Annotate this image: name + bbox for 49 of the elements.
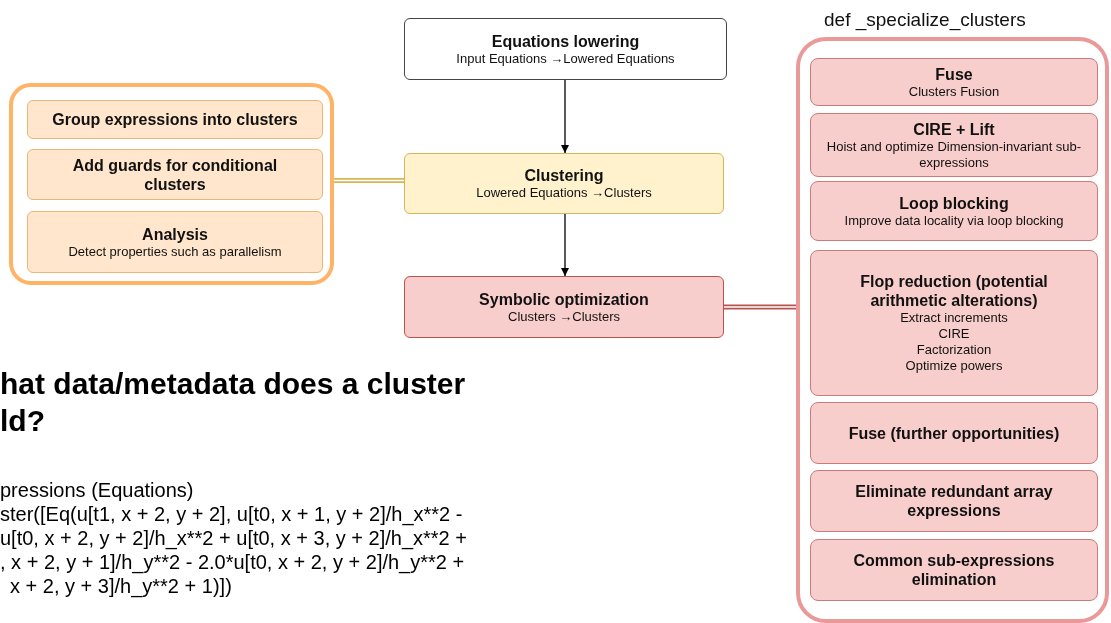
code-line: , x + 2, y + 1]/h_y**2 - 2.0*u[t0, x + 2, y + 2]/h_y**2 + (0, 550, 465, 574)
step-box (810, 58, 1098, 106)
process-box (404, 153, 724, 214)
step-box (810, 402, 1098, 464)
step-box (27, 149, 323, 200)
group-container (9, 83, 334, 285)
box-title: Add guards for conditional clusters (71, 155, 279, 194)
box-description: Detect properties such as parallelism (67, 243, 283, 260)
step-box (27, 100, 323, 139)
box-description: Clusters Fusion (907, 83, 1001, 100)
double-line-connector (724, 304, 796, 310)
box-title: Loop blocking (898, 193, 1010, 213)
box-title: Symbolic optimization (478, 289, 650, 309)
code-line: x + 2, y + 3]/h_y**2 + 1)]) (10, 574, 232, 598)
step-box (810, 470, 1098, 532)
process-box (404, 18, 727, 80)
box-title: Fuse (further opportunities) (847, 423, 1061, 443)
box-description: Hoist and optimize Dimension-invariant sub-expressions (825, 138, 1083, 171)
code-line: u[t0, x + 2, y + 2]/h_x**2 + u[t0, x + 3, y + 2]/h_x**2 + (0, 526, 467, 550)
box-title: Analysis (141, 224, 209, 244)
box-description: Extract increments (899, 310, 1009, 326)
step-box (810, 113, 1098, 177)
box-description: Factorization (915, 342, 993, 358)
box-title: Clustering (523, 166, 605, 185)
box-description: Optimize powers (904, 358, 1004, 374)
box-description: Clusters →Clusters (507, 308, 621, 325)
code-line: ster([Eq(u[t1, x + 2, y + 2], u[t0, x + 1, y + 2]/h_x**2 - (0, 502, 463, 526)
group-heading: def _specialize_clusters (824, 9, 1026, 31)
box-title: Common sub-expressions elimination (852, 551, 1056, 589)
box-description: Improve data locality via loop blocking (843, 212, 1065, 229)
box-title: Group expressions into clusters (51, 110, 299, 129)
box-title: CIRE + Lift (912, 119, 996, 139)
double-line-connector (334, 178, 404, 183)
step-box (810, 181, 1098, 241)
step-box (810, 539, 1098, 601)
box-description: CIRE (937, 326, 971, 342)
box-title: Eliminate redundant array expressions (854, 482, 1054, 520)
box-title: Fuse (934, 64, 974, 84)
box-description: Lowered Equations →Clusters (475, 185, 653, 201)
arrow (561, 213, 569, 277)
process-box (404, 276, 724, 338)
box-description: Input Equations →Lowered Equations (455, 50, 676, 67)
step-box (810, 250, 1098, 396)
step-box (27, 211, 323, 273)
box-title: Flop reduction (potential arithmetic alterations) (859, 272, 1049, 310)
slide-heading: hat data/metadata does a cluster ld? (0, 366, 467, 439)
arrow (561, 79, 569, 154)
box-title: Equations lowering (490, 31, 641, 51)
bullet-text: pressions (Equations) (0, 478, 194, 502)
